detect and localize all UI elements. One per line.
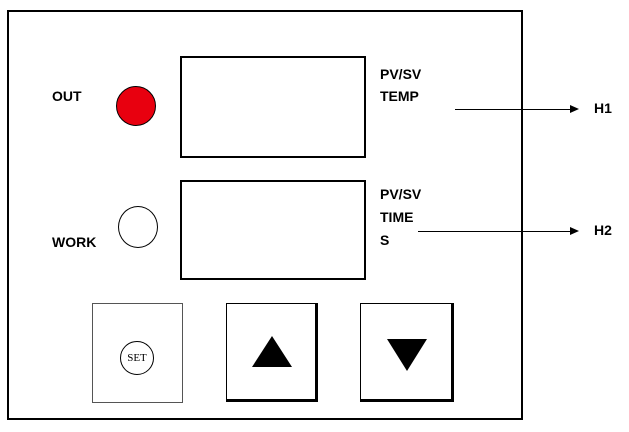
h2-callout-arrowhead xyxy=(570,227,579,235)
h1-callout-arrowhead xyxy=(570,105,579,113)
controller-panel xyxy=(7,10,523,420)
time-display-mode-label: PV/SV xyxy=(380,186,422,202)
temp-display xyxy=(180,56,366,158)
time-display xyxy=(180,180,366,280)
time-display-seconds-label: S xyxy=(380,232,390,248)
h2-callout-label: H2 xyxy=(594,222,612,238)
out-led-indicator xyxy=(116,86,156,126)
h1-callout-line xyxy=(455,109,572,110)
work-led-indicator xyxy=(118,206,158,248)
temp-display-mode-label: PV/SV xyxy=(380,66,422,82)
set-button-circle: SET xyxy=(120,341,154,375)
set-button-label: SET xyxy=(127,352,147,364)
h1-callout-label: H1 xyxy=(594,100,612,116)
down-triangle-icon xyxy=(386,338,427,371)
down-button[interactable] xyxy=(360,303,454,402)
up-button[interactable] xyxy=(226,303,318,402)
up-triangle-icon xyxy=(251,335,292,367)
time-display-unit-label: TIME xyxy=(380,209,414,225)
work-label: WORK xyxy=(52,234,97,250)
h2-callout-line xyxy=(418,231,572,232)
set-button[interactable]: SET xyxy=(92,303,183,403)
temp-display-unit-label: TEMP xyxy=(380,88,419,104)
out-label: OUT xyxy=(52,88,82,104)
